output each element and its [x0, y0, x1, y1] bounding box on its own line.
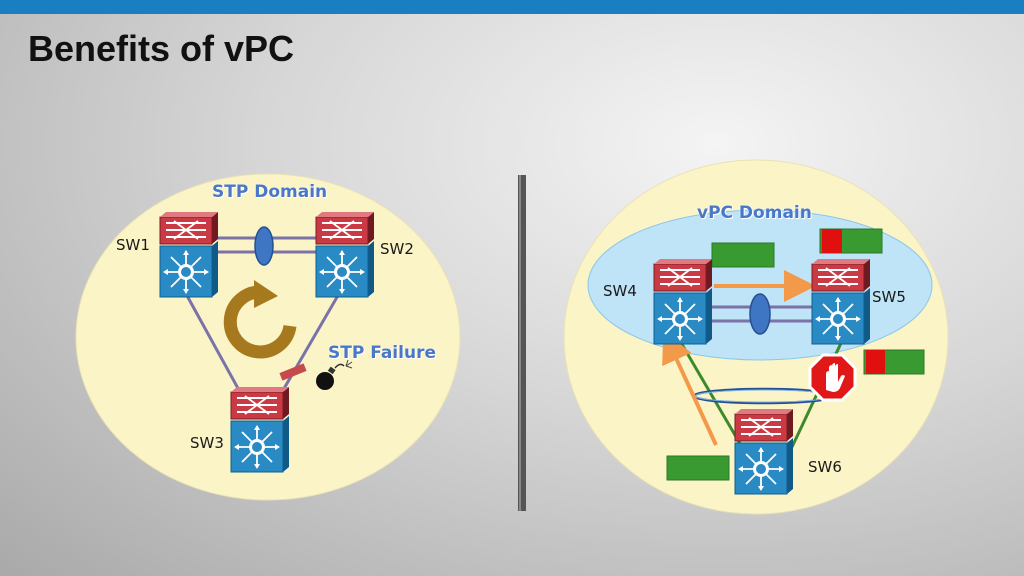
stp-domain-title: STP Domain: [212, 182, 328, 202]
slide-title: Benefits of vPC: [28, 28, 295, 69]
switch-sw1-icon: [159, 211, 219, 298]
orange-arrow-icon: [662, 270, 816, 446]
panel-divider: [518, 175, 526, 511]
switch-label-sw3: SW3: [190, 434, 224, 452]
switch-sw5-icon: [811, 258, 871, 345]
switch-sw2-icon: [315, 211, 375, 298]
switch-sw6-icon: [734, 408, 794, 495]
stop-sign-icon: [808, 353, 857, 402]
switch-label-sw4: SW4: [603, 282, 637, 300]
loop-arrow-icon: [223, 280, 297, 359]
switch-sw4-icon: [653, 258, 713, 345]
top-accent-bar: [0, 0, 1024, 14]
switch-label-sw1: SW1: [116, 236, 150, 254]
port-state-indicators: [666, 228, 925, 481]
switch-sw3-icon: [230, 386, 290, 473]
vpc-domain-title: vPC Domain: [697, 203, 812, 223]
switch-label-sw2: SW2: [380, 240, 414, 258]
stp-port-channel-icon: [254, 226, 274, 266]
blocked-link-icon: [279, 363, 307, 381]
switch-label-sw5: SW5: [872, 288, 906, 306]
vpc-peer-link-icon: [749, 293, 771, 335]
stp-failure-label: STP Failure: [328, 343, 436, 363]
switch-label-sw6: SW6: [808, 458, 842, 476]
bomb-icon: [316, 359, 353, 390]
